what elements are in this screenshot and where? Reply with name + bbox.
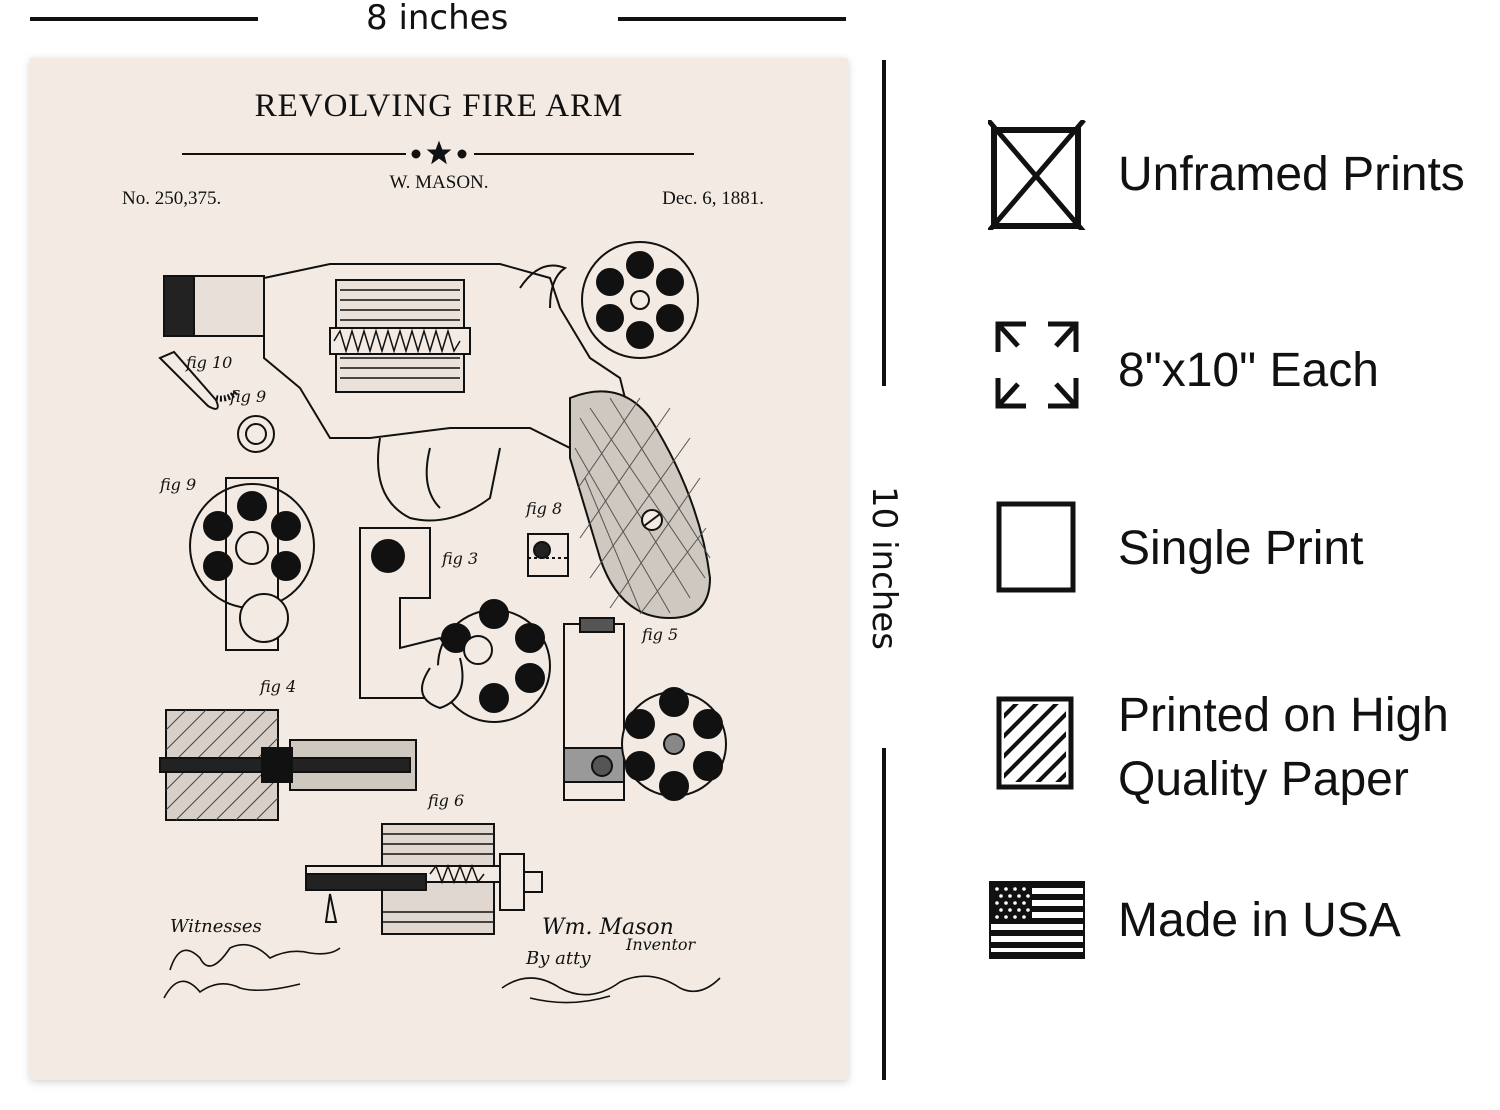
fig-label: fig 9 (159, 475, 196, 494)
quality-paper-icon (996, 696, 1074, 790)
feature-label: Printed on High Quality Paper (1118, 689, 1449, 806)
width-dimension-line-left (30, 17, 258, 21)
poster-patent-number: No. 250,375. (122, 188, 222, 209)
feature-label: Made in USA (1118, 894, 1401, 947)
signature-scribbles (163, 943, 721, 1004)
feature-label: 8"x10" Each (1118, 344, 1379, 397)
height-dimension-label: 10 inches (863, 486, 904, 650)
width-dimension-line-right (618, 17, 846, 21)
feature-label: Single Print (1118, 522, 1364, 575)
fig-label: fig 5 (641, 625, 678, 644)
height-dimension-line-bottom (882, 748, 886, 1080)
feature-size: 8"x10" Each (988, 316, 1500, 426)
fig-label: fig 9 (229, 387, 266, 406)
fig4-drawing (159, 709, 417, 821)
inventor-signature: Wm. Mason (542, 915, 674, 940)
by-attorney-label: By atty (525, 948, 591, 969)
revolver-patent-drawing: fig 10 fig 9 fig 9 fig 3 fig 8 fig 5 fig… (158, 140, 727, 1004)
title-divider-ornament (182, 140, 694, 165)
expand-icon (995, 321, 1079, 409)
fig-label: fig 4 (259, 677, 296, 696)
feature-quality-paper: Printed on High Quality Paper (988, 688, 1500, 808)
fig-label: fig 8 (525, 499, 562, 518)
poster-title: REVOLVING FIRE ARM (254, 88, 624, 124)
cylinder-side-drawing-left (189, 477, 315, 651)
fig6-drawing (305, 823, 543, 935)
fig-label: fig 3 (441, 549, 478, 568)
feature-single-print: Single Print (988, 494, 1500, 604)
witnesses-label: Witnesses (170, 916, 262, 937)
single-print-icon (996, 501, 1076, 593)
poster-date: Dec. 6, 1881. (662, 188, 764, 209)
width-dimension-label: 8 inches (366, 0, 509, 38)
fig-label: fig 6 (427, 791, 464, 810)
fig3-drawing (359, 527, 551, 723)
cylinder-face-drawing-top (581, 241, 699, 359)
poster-inventor: W. MASON. (389, 172, 489, 193)
patent-poster: REVOLVING FIRE ARM W. MASON. No. 250,375… (30, 58, 848, 1080)
usa-flag-icon (989, 881, 1085, 959)
lever-drawing (158, 350, 275, 453)
fig-label: fig 10 (185, 353, 232, 372)
feature-label: Unframed Prints (1118, 148, 1465, 201)
fig5-drawing (563, 617, 727, 801)
fig8-drawing (527, 533, 569, 577)
height-dimension-line-top (882, 60, 886, 386)
feature-made-in-usa: Made in USA (988, 866, 1500, 976)
unframed-icon (988, 120, 1086, 230)
inventor-word: Inventor (625, 935, 697, 954)
main-revolver-drawing (163, 263, 712, 620)
feature-unframed: Unframed Prints (988, 120, 1500, 230)
